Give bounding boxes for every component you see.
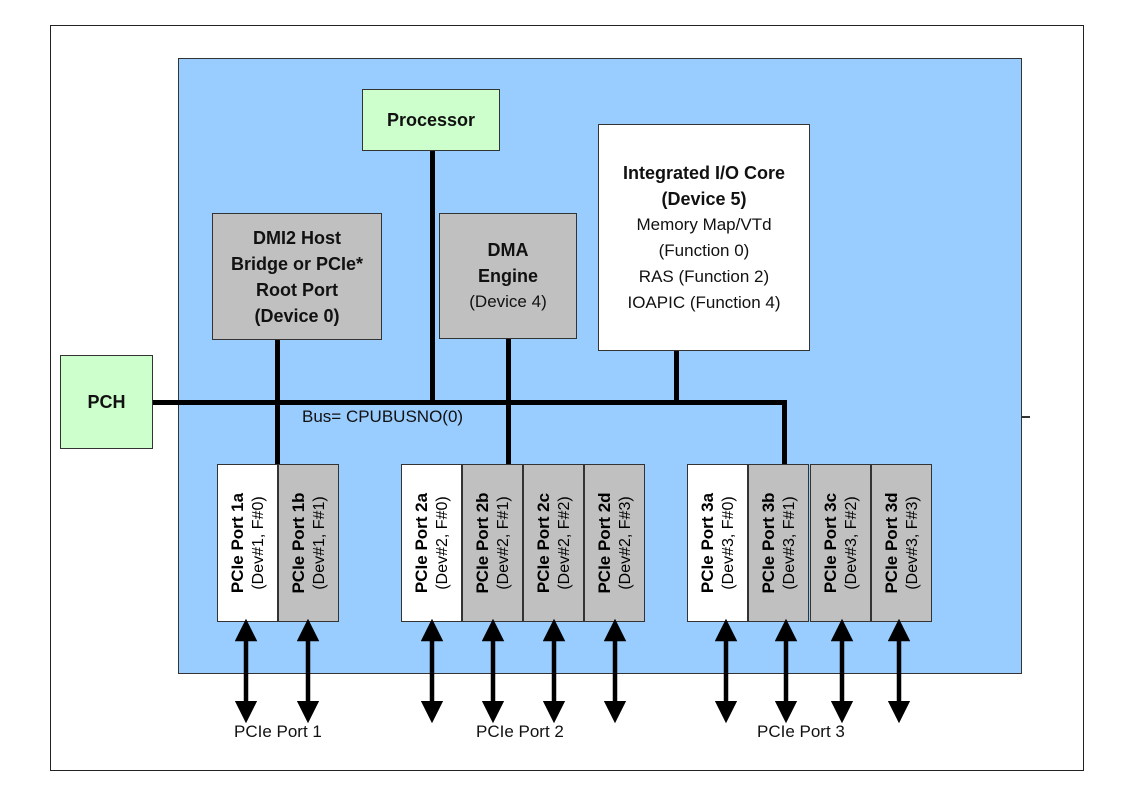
iio-title-line-1: Integrated I/O Core: [622, 162, 786, 183]
iio-line-4: IOAPIC (Function 4): [627, 292, 781, 312]
pch-label: PCH: [87, 392, 126, 412]
dmi-line-2: Bridge or PCIe*: [230, 253, 364, 274]
dmi-link: [275, 340, 280, 466]
integrated-io-core-block: Integrated I/O Core (Device 5) Memory Ma…: [598, 124, 810, 351]
port-name: PCIe Port 3c: [820, 492, 840, 594]
dma-line-2: Engine: [477, 266, 538, 286]
port-function: (Dev#1, F#1): [310, 496, 328, 590]
iio-title-line-2: (Device 5): [661, 188, 747, 209]
port-1a: PCIe Port 1a(Dev#1, F#0): [217, 464, 278, 622]
processor-block: Processor: [362, 89, 500, 151]
iio-line-3: RAS (Function 2): [638, 266, 770, 286]
dmi-line-4: (Device 0): [254, 305, 340, 326]
port-function: (Dev#1, F#0): [249, 496, 267, 590]
port-name: PCIe Port 2b: [472, 492, 492, 594]
port-3a: PCIe Port 3a(Dev#3, F#0): [687, 464, 748, 622]
port-name: PCIe Port 3a: [697, 492, 717, 594]
port-3d: PCIe Port 3d(Dev#3, F#3): [871, 464, 932, 622]
dma-engine-block: DMA Engine (Device 4): [439, 213, 577, 339]
port-name: PCIe Port 1b: [288, 492, 308, 594]
port-2b: PCIe Port 2b(Dev#2, F#1): [462, 464, 523, 622]
edge-tick: [1022, 416, 1030, 418]
port-name: PCIe Port 2a: [411, 492, 431, 594]
port-2d: PCIe Port 2d(Dev#2, F#3): [584, 464, 645, 622]
port-function: (Dev#2, F#2): [555, 496, 573, 590]
dmi-host-bridge-block: DMI2 Host Bridge or PCIe* Root Port (Dev…: [212, 213, 382, 340]
dmi-line-1: DMI2 Host: [252, 227, 341, 248]
port-name: PCIe Port 2d: [594, 492, 614, 594]
dmi-line-3: Root Port: [256, 279, 338, 300]
iio-link: [674, 350, 679, 403]
port-name: PCIe Port 3b: [758, 492, 778, 594]
bus-label: Bus= CPUBUSNO(0): [302, 407, 464, 426]
pch-block: PCH: [60, 355, 153, 449]
port-2a: PCIe Port 2a(Dev#2, F#0): [401, 464, 462, 622]
port-1b: PCIe Port 1b(Dev#1, F#1): [278, 464, 339, 622]
group-label-port-1: PCIe Port 1: [234, 722, 322, 741]
port-name: PCIe Port 3d: [881, 492, 901, 594]
port-function: (Dev#2, F#3): [616, 496, 634, 590]
port-2c: PCIe Port 2c(Dev#2, F#2): [523, 464, 584, 622]
port-function: (Dev#3, F#2): [842, 496, 860, 590]
dma-line-3: (Device 4): [469, 292, 547, 311]
processor-link: [430, 150, 435, 403]
port-name: PCIe Port 1a: [227, 492, 247, 594]
outer-frame: [50, 25, 1084, 771]
port-name: PCIe Port 2c: [533, 492, 553, 594]
dma-link: [506, 338, 511, 466]
port-3c: PCIe Port 3c(Dev#3, F#2): [810, 464, 871, 622]
port-3b: PCIe Port 3b(Dev#3, F#1): [748, 464, 809, 622]
processor-label: Processor: [386, 110, 476, 130]
port-function: (Dev#2, F#1): [494, 496, 512, 590]
group-label-port-2: PCIe Port 2: [476, 722, 564, 741]
port-function: (Dev#3, F#1): [780, 496, 798, 590]
port-function: (Dev#3, F#0): [719, 496, 737, 590]
group-label-port-3: PCIe Port 3: [757, 722, 845, 741]
port3-link: [782, 400, 787, 466]
bus-line: [152, 400, 787, 405]
port-function: (Dev#2, F#0): [433, 496, 451, 590]
dma-line-1: DMA: [487, 240, 529, 260]
iio-line-1: Memory Map/VTd: [636, 214, 772, 234]
port-function: (Dev#3, F#3): [903, 496, 921, 590]
iio-line-2: (Function 0): [658, 240, 750, 260]
